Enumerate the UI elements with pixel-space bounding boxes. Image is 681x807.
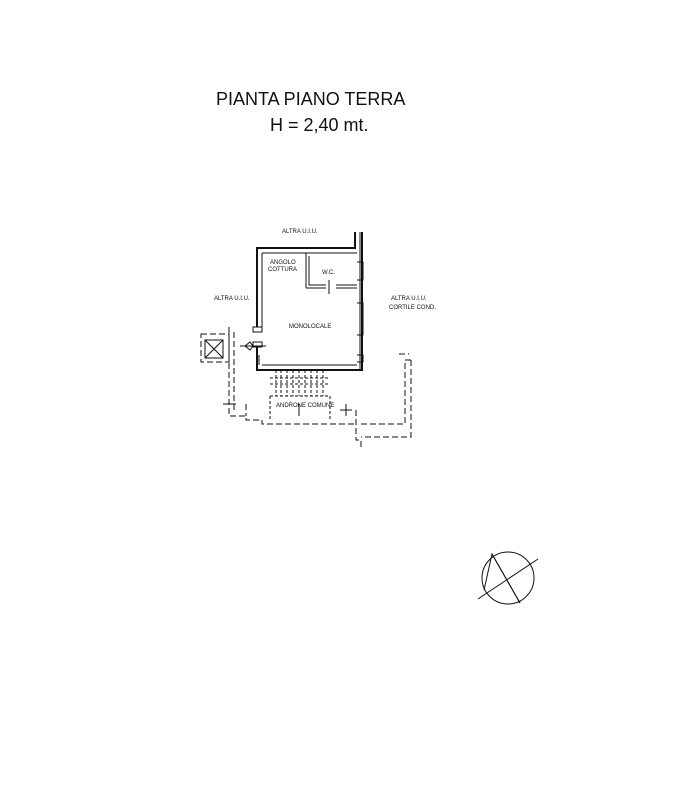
label-altra-right: ALTRA U.I.U.: [391, 296, 427, 302]
compass-circle-icon: [477, 551, 539, 605]
label-monolocale: MONOLOCALE: [289, 324, 331, 330]
west-boundary: [228, 327, 356, 425]
label-angolo: ANGOLO: [270, 260, 296, 266]
label-altra-left: ALTRA U.I.U.: [214, 296, 250, 302]
east-boundary-outer: [361, 360, 412, 438]
outer-walls: [256, 232, 363, 371]
label-altra-top: ALTRA U.I.U.: [282, 229, 318, 235]
hatched-box-icon: [200, 333, 230, 363]
north-west-wall: [256, 232, 356, 327]
label-androne: ANDRONE COMUNE: [276, 403, 334, 409]
entrance-steps: [269, 370, 352, 420]
wc-wall-a: [308, 256, 326, 286]
jamb-top: [252, 326, 263, 333]
external-boundaries: [223, 327, 412, 448]
wc-window: [357, 261, 364, 281]
door-symbol-icon: [240, 341, 266, 351]
label-cortile: CORTILE COND.: [389, 305, 436, 311]
right-tick: [340, 404, 352, 416]
south-east-wall: [256, 232, 363, 371]
label-cottura: COTTURA: [268, 267, 297, 273]
label-wc: W.C.: [322, 270, 335, 276]
main-window: [357, 302, 364, 336]
plan-title: PIANTA PIANO TERRA: [216, 89, 406, 109]
east-boundary: [361, 359, 411, 425]
small-window: [357, 354, 364, 363]
wc-wall-c: [336, 284, 357, 289]
south-boundary: [355, 410, 362, 448]
ceiling-height: H = 2,40 mt.: [270, 115, 369, 135]
interior-walls: [252, 252, 364, 366]
